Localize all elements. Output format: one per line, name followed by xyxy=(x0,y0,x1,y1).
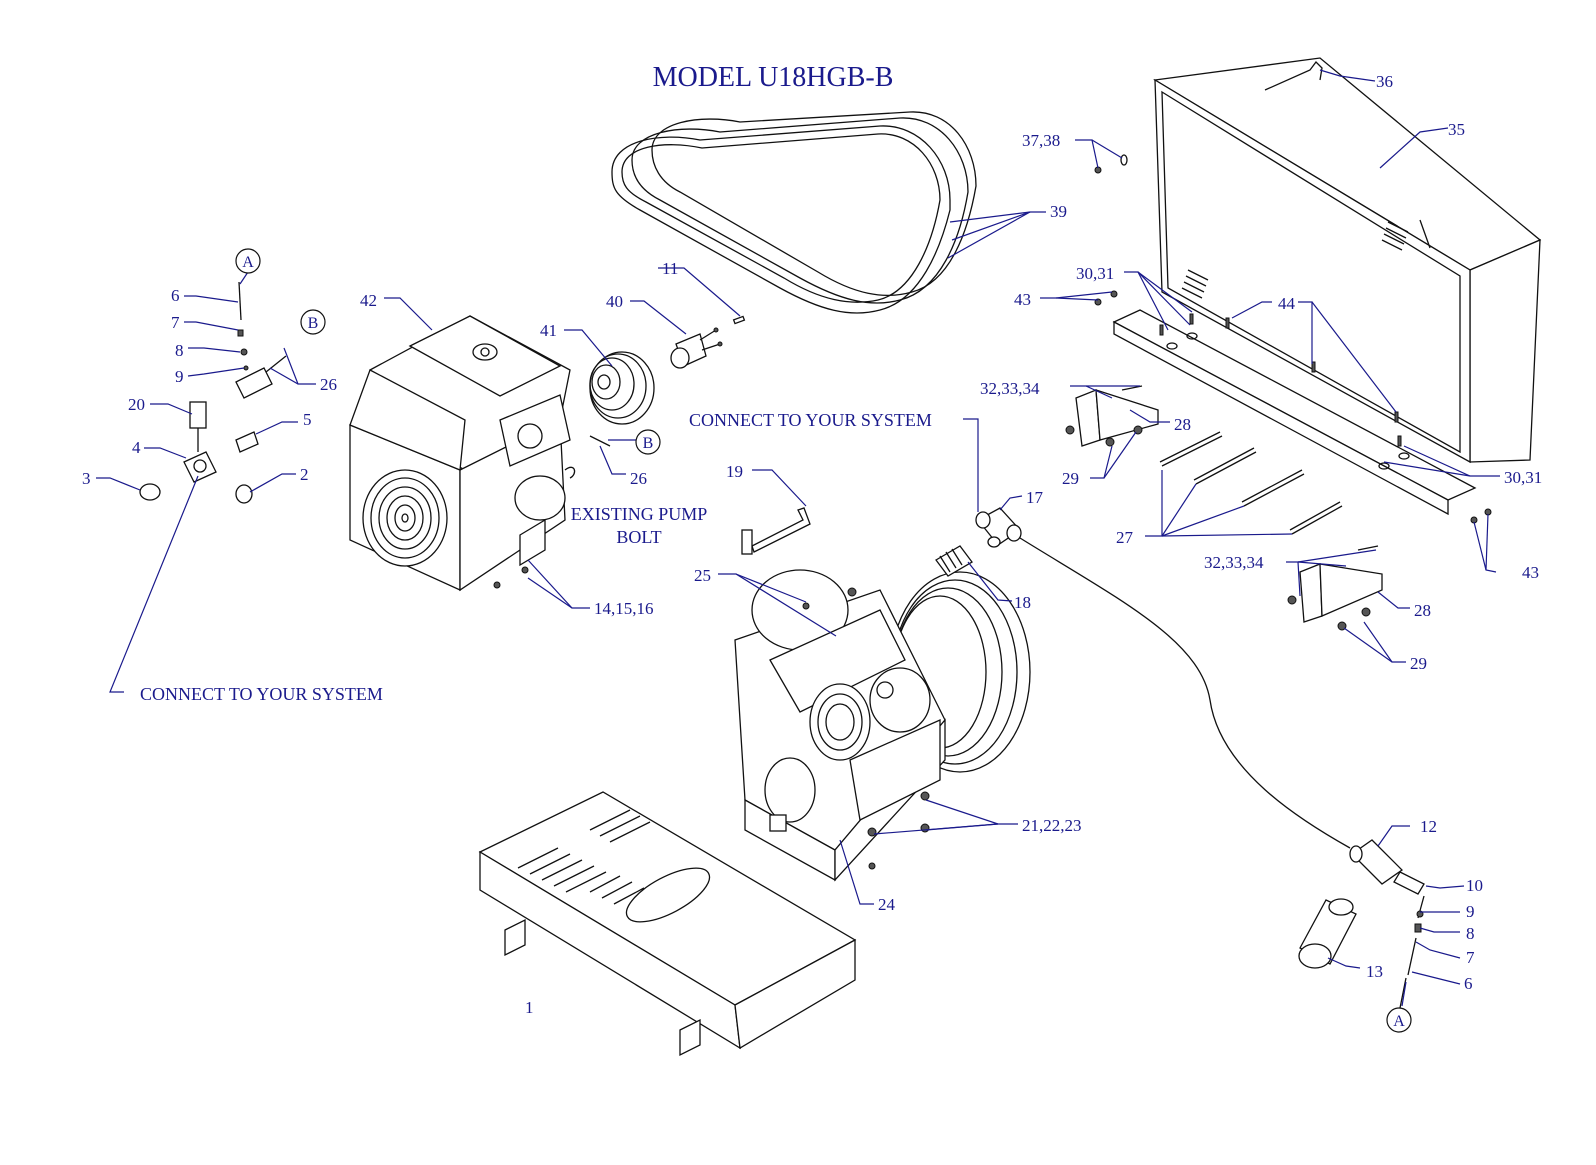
callout-9-right: 9 xyxy=(1466,902,1475,921)
diagram-title: MODEL U18HGB-B xyxy=(653,62,894,93)
callout-30-31-top: 30,31 xyxy=(1076,264,1114,283)
callout-12: 12 xyxy=(1420,817,1437,836)
ref-marker-a-top: A xyxy=(235,248,261,274)
callout-43-bottom: 43 xyxy=(1522,563,1539,582)
callout-25: 25 xyxy=(694,566,711,585)
callout-8-right: 8 xyxy=(1466,924,1475,943)
callout-30-31-right: 30,31 xyxy=(1504,468,1542,487)
pump-key xyxy=(589,435,611,447)
ref-marker-b-top: B xyxy=(300,309,326,335)
callout-32-33-34-bottom: 32,33,34 xyxy=(1204,553,1264,572)
callout-14-15-16: 14,15,16 xyxy=(594,599,654,618)
callout-13: 13 xyxy=(1366,962,1383,981)
callout-27: 27 xyxy=(1116,528,1134,547)
belt-guard xyxy=(1153,57,1542,464)
callout-19: 19 xyxy=(726,462,743,481)
callout-37-38: 37,38 xyxy=(1022,131,1060,150)
bracket-lower xyxy=(1299,563,1383,623)
guard-back-plate xyxy=(1112,309,1477,516)
svg-text:A: A xyxy=(242,254,254,271)
callout-26-left: 26 xyxy=(320,375,337,394)
callout-18: 18 xyxy=(1014,593,1031,612)
callout-21-22-23: 21,22,23 xyxy=(1022,816,1082,835)
callouts: 1 2 3 4 5 6 7 8 9 20 26 42 41 40 11 26 1… xyxy=(82,72,1542,1017)
callout-1: 1 xyxy=(525,998,534,1017)
springs xyxy=(1159,431,1343,535)
actuator-rod xyxy=(751,507,811,553)
leader-lines xyxy=(96,69,1500,1007)
callout-29-bottom: 29 xyxy=(1410,654,1427,673)
engine xyxy=(349,315,576,592)
callout-7-left: 7 xyxy=(171,313,180,332)
callout-2: 2 xyxy=(300,465,309,484)
callout-28-top: 28 xyxy=(1174,415,1191,434)
existing-bolt xyxy=(741,529,753,555)
callout-29-top: 29 xyxy=(1062,469,1079,488)
ref-marker-a-bottom: A xyxy=(1386,1007,1412,1033)
vent-grill-right xyxy=(1381,221,1409,251)
check-valve xyxy=(935,545,973,577)
guard-bracket xyxy=(1264,61,1323,91)
svg-text:B: B xyxy=(643,435,654,452)
engine-fan-screen xyxy=(362,469,448,567)
callout-32-33-34-top: 32,33,34 xyxy=(980,379,1040,398)
callout-10: 10 xyxy=(1466,876,1483,895)
callout-9-left: 9 xyxy=(175,367,184,386)
engine-pulley xyxy=(589,351,655,425)
compressor-pump xyxy=(734,569,1031,882)
svg-text:B: B xyxy=(308,315,319,332)
note-existing-bolt-2: BOLT xyxy=(616,527,661,547)
callout-17: 17 xyxy=(1026,488,1044,507)
callout-4: 4 xyxy=(132,438,141,457)
callout-7-right: 7 xyxy=(1466,948,1475,967)
callout-41: 41 xyxy=(540,321,557,340)
callout-28-bottom: 28 xyxy=(1414,601,1431,620)
callout-44: 44 xyxy=(1278,294,1296,313)
callout-6-left: 6 xyxy=(171,286,180,305)
note-connect-left: CONNECT TO YOUR SYSTEM xyxy=(140,684,383,704)
callout-8-left: 8 xyxy=(175,341,184,360)
callout-5: 5 xyxy=(303,410,312,429)
vent-grill-left xyxy=(1181,269,1209,299)
callout-43-top: 43 xyxy=(1014,290,1031,309)
callout-6-right: 6 xyxy=(1464,974,1473,993)
shaft-key xyxy=(732,315,746,325)
v-belts xyxy=(611,111,977,314)
pressure-valve xyxy=(1349,839,1425,895)
air-tube xyxy=(1019,537,1351,849)
callout-35: 35 xyxy=(1448,120,1465,139)
bracket-upper xyxy=(1075,389,1159,447)
callout-40: 40 xyxy=(606,292,623,311)
ref-marker-b-mid: B xyxy=(635,429,661,455)
callout-24: 24 xyxy=(878,895,896,914)
svg-text:A: A xyxy=(1393,1013,1405,1030)
regulator-assembly xyxy=(139,281,287,504)
pressure-tank xyxy=(1298,898,1357,969)
note-connect-top: CONNECT TO YOUR SYSTEM xyxy=(689,410,932,430)
tee-fitting xyxy=(975,507,1022,548)
callout-26-mid: 26 xyxy=(630,469,647,488)
base-plate xyxy=(478,791,857,1057)
callout-42: 42 xyxy=(360,291,377,310)
callout-20: 20 xyxy=(128,395,145,414)
callout-3: 3 xyxy=(82,469,91,488)
note-existing-bolt-1: EXISTING PUMP xyxy=(571,504,708,524)
callout-39: 39 xyxy=(1050,202,1067,221)
callout-36: 36 xyxy=(1376,72,1393,91)
pulley-bushing xyxy=(670,327,723,369)
callout-11: 11 xyxy=(662,259,678,278)
gauge-line-right xyxy=(1399,895,1425,1009)
